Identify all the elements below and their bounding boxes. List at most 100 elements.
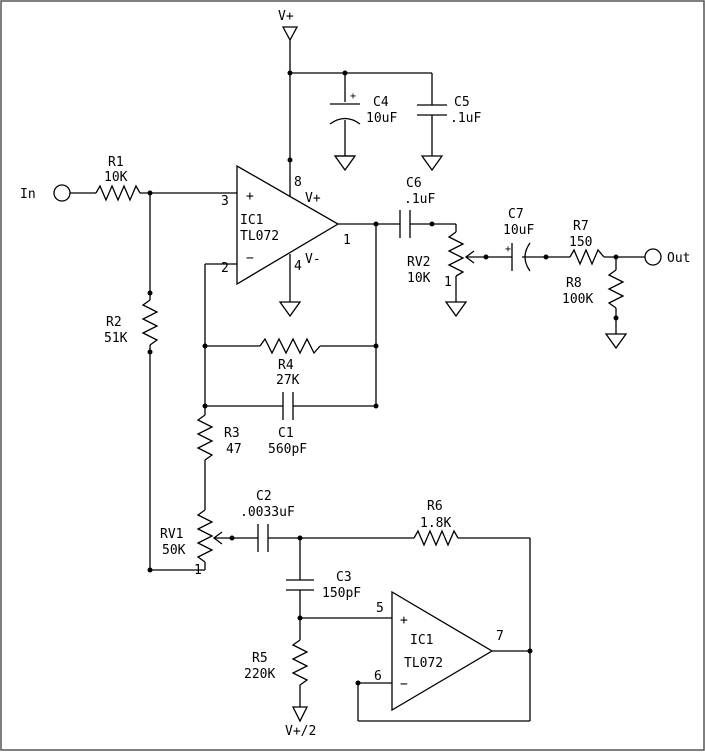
- c2-value: .0033uF: [240, 505, 295, 520]
- resistor-r6: [413, 529, 459, 547]
- resistor-r5: [291, 639, 309, 686]
- c4-polarity: +: [350, 91, 356, 102]
- ground-symbol: [444, 301, 468, 318]
- r1-ref: R1: [108, 155, 124, 170]
- r7-ref: R7: [573, 219, 589, 234]
- r1-value: 10K: [104, 170, 128, 185]
- vplus-supply-arrow: [281, 26, 299, 42]
- rv2-value: 10K: [407, 271, 431, 286]
- potentiometer-rv2: [447, 231, 465, 277]
- ic1a-vplus-label: V+: [305, 191, 321, 206]
- junction-dot: [202, 343, 208, 349]
- r8-ref: R8: [566, 276, 582, 291]
- c3-ref: C3: [336, 570, 352, 585]
- ic1b-minus: −: [400, 677, 408, 692]
- resistor-r4: [259, 337, 321, 355]
- ground-symbol: [420, 155, 444, 172]
- r2-ref: R2: [106, 315, 122, 330]
- c7-value: 10uF: [503, 223, 534, 238]
- capacitor-c1: [282, 392, 294, 420]
- capacitor-c2: [257, 524, 269, 552]
- input-label: In: [20, 187, 36, 202]
- feedback-wiring: [204, 223, 400, 415]
- resistor-r2: [141, 299, 159, 346]
- supply-wiring: [289, 40, 433, 188]
- c6-ref: C6: [406, 176, 422, 191]
- ic1a-pin8: 8: [294, 175, 302, 190]
- rv2-pin: 1: [444, 275, 452, 290]
- c4-ref: C4: [373, 95, 389, 110]
- capacitor-c5: [417, 104, 447, 116]
- input-terminal: [53, 184, 71, 202]
- capacitor-c3: [286, 579, 314, 591]
- junction-dot: [373, 343, 379, 349]
- c5-value: .1uF: [450, 111, 481, 126]
- ic1b-plus: +: [400, 613, 408, 628]
- junction-dot: [202, 403, 208, 409]
- rv1-value: 50K: [162, 543, 186, 558]
- ic1a-pin2: 2: [221, 261, 229, 276]
- junction-dot: [429, 221, 435, 227]
- r7-value: 150: [569, 235, 592, 250]
- c4-value: 10uF: [366, 111, 397, 126]
- ic1a-minus: −: [246, 251, 254, 266]
- ic1a-plus: +: [246, 189, 254, 204]
- resistor-r8: [607, 269, 625, 309]
- junction-dot: [147, 349, 153, 355]
- ground-symbol: [333, 155, 357, 172]
- opamp-ic1b: [391, 590, 494, 712]
- ic1a-part: TL072: [240, 229, 279, 244]
- ic1a-pin4: 4: [294, 259, 302, 274]
- junction-dot: [355, 680, 361, 686]
- junction-dot: [229, 535, 235, 541]
- capacitor-c4: [329, 103, 361, 125]
- ic1a-pin3: 3: [221, 194, 229, 209]
- c5-ref: C5: [454, 95, 470, 110]
- r4-ref: R4: [278, 358, 294, 373]
- r3-value: 47: [226, 442, 242, 457]
- c1-value: 560pF: [268, 442, 307, 457]
- rv1-ref: RV1: [160, 527, 183, 542]
- junction-dot: [147, 290, 153, 296]
- junction-dot: [287, 157, 293, 163]
- ic1b-pin5: 5: [376, 601, 384, 616]
- r5-value: 220K: [244, 667, 275, 682]
- r6-value: 1.8K: [420, 516, 451, 531]
- rv2-ref: RV2: [407, 255, 430, 270]
- c6-value: .1uF: [404, 192, 435, 207]
- junction-dot: [287, 70, 293, 76]
- r5-ref: R5: [252, 651, 268, 666]
- junction-dot: [613, 315, 619, 321]
- junction-dot: [527, 648, 533, 654]
- c7-ref: C7: [508, 207, 524, 222]
- ic1a-vminus-label: V-: [305, 252, 321, 267]
- rv1-pin: 1: [194, 563, 202, 578]
- resistor-r3: [196, 414, 214, 461]
- ic1b-part: TL072: [404, 656, 443, 671]
- vplus-supply-label: V+: [278, 9, 294, 24]
- ic1b-ref: IC1: [410, 633, 433, 648]
- junction-dot: [373, 221, 379, 227]
- ic1b-pin7: 7: [496, 629, 504, 644]
- vhalf-supply-arrow: [291, 706, 309, 723]
- ic1a-ref: IC1: [240, 213, 263, 228]
- vhalf-supply-label: V+/2: [285, 724, 316, 739]
- resistor-r1: [95, 184, 141, 202]
- ic1a-pin1: 1: [343, 233, 351, 248]
- r2-value: 51K: [104, 331, 128, 346]
- c7-polarity: +: [505, 244, 511, 255]
- ic1b-feedback-wiring: [357, 650, 530, 722]
- output-label: Out: [667, 251, 690, 266]
- c1-ref: C1: [278, 426, 294, 441]
- r3-ref: R3: [224, 426, 240, 441]
- opamp-ic1a: [236, 164, 340, 286]
- ic1b-pin6: 6: [374, 669, 382, 684]
- junction-dot: [543, 254, 549, 260]
- capacitor-c6: [399, 210, 411, 238]
- c3-value: 150pF: [322, 586, 361, 601]
- junction-dot: [342, 70, 348, 76]
- output-terminal: [644, 248, 662, 266]
